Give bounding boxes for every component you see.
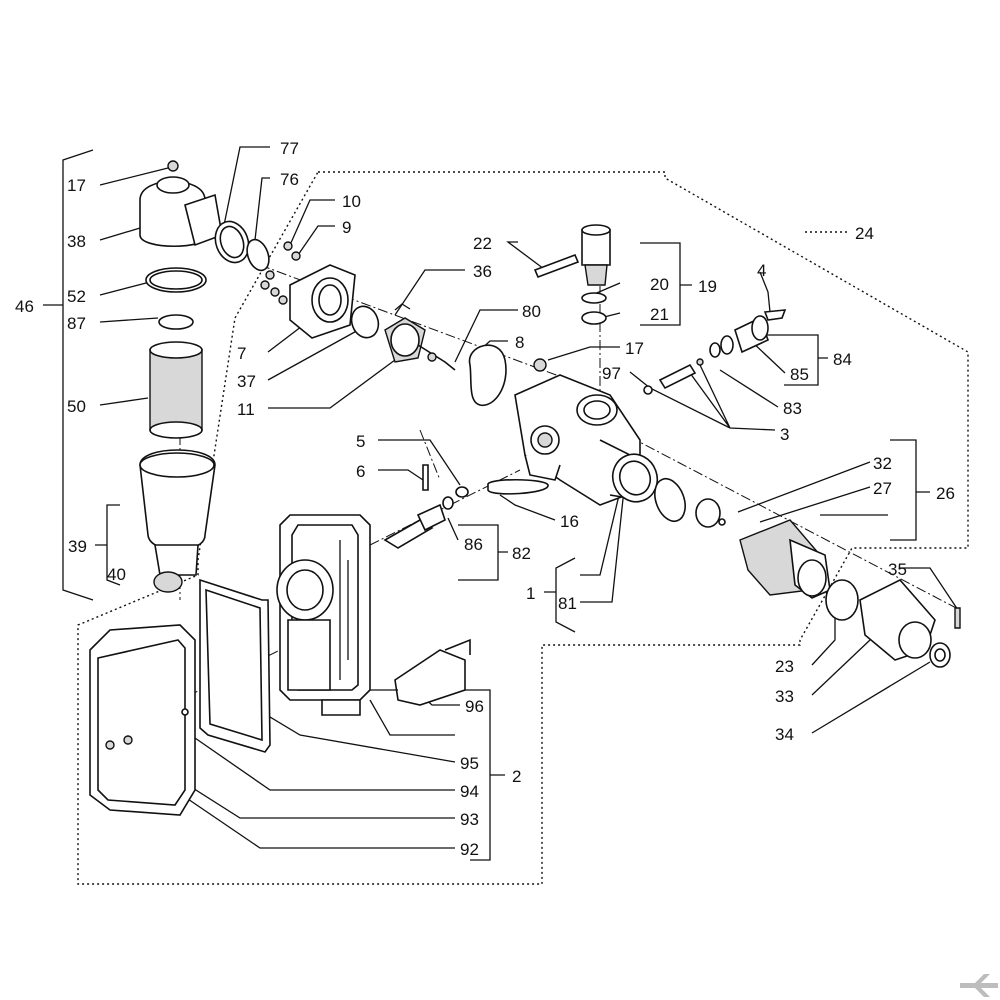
label-3: 3 — [780, 425, 789, 444]
regulator-26-part — [695, 498, 961, 668]
label-35: 35 — [888, 560, 907, 579]
seal-rings-77-76 — [214, 220, 301, 305]
actuator-19-part — [533, 224, 611, 325]
label-1: 1 — [526, 584, 535, 603]
gasket-94-part — [199, 578, 271, 753]
label-27: 27 — [873, 479, 892, 498]
label-76: 76 — [280, 170, 299, 189]
label-2: 2 — [512, 767, 521, 786]
label-22: 22 — [473, 234, 492, 253]
pin-assembly-82-part — [383, 464, 469, 549]
oring-23-part — [825, 579, 859, 621]
label-95: 95 — [460, 754, 479, 773]
bracket-46 — [43, 149, 94, 601]
assembly-boundary-24 — [77, 171, 969, 885]
label-46: 46 — [15, 297, 34, 316]
label-40: 40 — [107, 565, 126, 584]
label-16: 16 — [560, 512, 579, 531]
label-7: 7 — [237, 344, 246, 363]
valve-stem-84-part — [643, 309, 787, 395]
motor-assembly-2-part — [276, 514, 471, 716]
label-21: 21 — [650, 305, 669, 324]
corner-logo-mark — [960, 974, 998, 997]
label-92: 92 — [460, 840, 479, 859]
pin-35-part — [954, 607, 961, 629]
cover-92-part — [89, 624, 196, 816]
label-87: 87 — [67, 314, 86, 333]
label-94: 94 — [460, 782, 479, 801]
label-93: 93 — [460, 810, 479, 829]
label-38: 38 — [67, 232, 86, 251]
label-4: 4 — [757, 261, 766, 280]
bracket-39 — [95, 504, 121, 586]
label-5: 5 — [356, 432, 365, 451]
label-50: 50 — [67, 397, 86, 416]
label-33: 33 — [775, 687, 794, 706]
label-20: 20 — [650, 275, 669, 294]
bracket-26 — [890, 439, 930, 541]
flange-7-part — [289, 264, 356, 339]
label-24: 24 — [855, 224, 874, 243]
label-6: 6 — [356, 462, 365, 481]
plug-17-part — [167, 160, 179, 172]
drain-40-part — [153, 571, 183, 593]
label-23: 23 — [775, 657, 794, 676]
label-83: 83 — [783, 399, 802, 418]
ring-37-valve-11 — [350, 303, 456, 371]
label-8: 8 — [515, 333, 524, 352]
label-34: 34 — [775, 725, 794, 744]
bracket-1 — [544, 557, 576, 633]
label-17-right: 17 — [625, 339, 644, 358]
label-96: 96 — [465, 697, 484, 716]
label-85: 85 — [790, 365, 809, 384]
label-11: 11 — [237, 400, 255, 419]
bracket-2 — [460, 689, 505, 861]
label-52: 52 — [67, 287, 86, 306]
label-39: 39 — [68, 537, 87, 556]
part-labels: 17 38 52 87 50 46 39 40 77 76 10 9 7 37 … — [15, 139, 955, 859]
label-97: 97 — [602, 364, 621, 383]
bracket-82 — [458, 524, 508, 581]
label-86: 86 — [464, 535, 483, 554]
label-19: 19 — [698, 277, 717, 296]
oring-87-part — [158, 314, 194, 330]
filter-element-50-part — [149, 349, 203, 431]
bracket-84 — [760, 334, 828, 386]
bracket-19 — [640, 242, 692, 326]
label-17-left: 17 — [67, 176, 86, 195]
valve-body-part — [468, 344, 686, 523]
label-9: 9 — [342, 218, 351, 237]
filter-assembly — [139, 160, 223, 593]
label-26: 26 — [936, 484, 955, 503]
label-81: 81 — [558, 594, 577, 613]
label-10: 10 — [342, 192, 361, 211]
label-84: 84 — [833, 350, 852, 369]
leader-lines — [99, 146, 959, 849]
label-36: 36 — [473, 262, 492, 281]
label-37: 37 — [237, 372, 256, 391]
label-77: 77 — [280, 139, 299, 158]
label-80: 80 — [522, 302, 541, 321]
label-82: 82 — [512, 544, 531, 563]
label-32: 32 — [873, 454, 892, 473]
